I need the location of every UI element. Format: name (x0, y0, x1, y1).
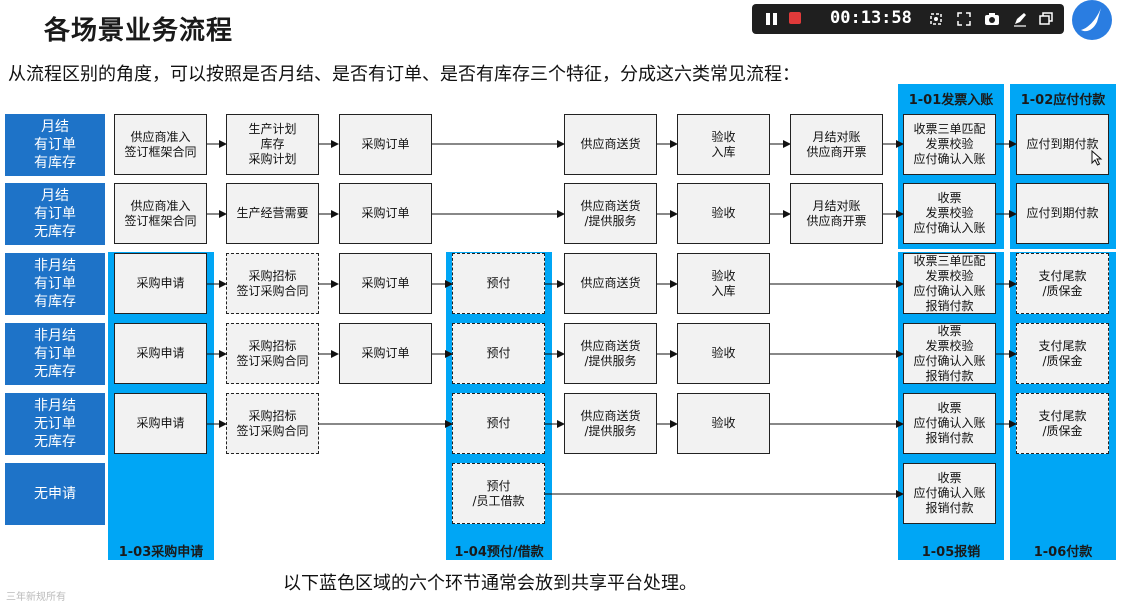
lane-label-6: 无申请 (5, 463, 105, 525)
process-box: 采购订单 (339, 183, 432, 244)
process-box: 采购招标 签订采购合同 (226, 393, 319, 454)
column-label-1-06: 1-06付款 (1033, 545, 1093, 560)
process-box: 应付到期付款 (1016, 114, 1109, 175)
process-box: 供应商准入 签订框架合同 (114, 114, 207, 175)
process-box: 验收 (677, 183, 770, 244)
window-icon[interactable] (1038, 11, 1054, 27)
pen-icon[interactable] (1012, 11, 1028, 27)
process-box: 收票 应付确认入账 报销付款 (903, 393, 996, 454)
process-box: 采购申请 (114, 253, 207, 314)
process-box: 采购订单 (339, 114, 432, 175)
process-box: 支付尾款 /质保金 (1016, 323, 1109, 384)
process-box: 供应商送货 /提供服务 (564, 393, 657, 454)
process-box: 验收 入库 (677, 253, 770, 314)
column-label-1-01: 1-01发票入账 (908, 93, 994, 108)
process-box: 收票 应付确认入账 报销付款 (903, 463, 996, 524)
process-box: 采购申请 (114, 323, 207, 384)
process-box: 预付 /员工借款 (452, 463, 545, 524)
process-box: 支付尾款 /质保金 (1016, 253, 1109, 314)
lane-label-3: 非月结 有订单 有库存 (5, 253, 105, 315)
column-label-1-04: 1-04预付/借款 (454, 545, 544, 560)
process-box: 供应商准入 签订框架合同 (114, 183, 207, 244)
process-box: 供应商送货 (564, 253, 657, 314)
process-box: 月结对账 供应商开票 (790, 114, 883, 175)
process-box: 收票三单匹配 发票校验 应付确认入账 (903, 114, 996, 175)
recording-time: 00:13:58 (830, 8, 912, 28)
lane-label-4: 非月结 有订单 无库存 (5, 323, 105, 385)
app-logo-icon (1072, 0, 1112, 40)
lane-label-2: 月结 有订单 无库存 (5, 183, 105, 245)
camera-icon[interactable] (984, 11, 1000, 27)
process-box: 月结对账 供应商开票 (790, 183, 883, 244)
faint-caption: 三年新规所有 (6, 592, 66, 603)
process-box: 供应商送货 /提供服务 (564, 323, 657, 384)
process-box: 供应商送货 (564, 114, 657, 175)
fullscreen-icon[interactable] (956, 11, 972, 27)
lane-label-5: 非月结 无订单 无库存 (5, 393, 105, 455)
capture-region-icon[interactable] (928, 11, 944, 27)
column-label-1-02: 1-02应付付款 (1020, 93, 1106, 108)
process-box: 验收 入库 (677, 114, 770, 175)
process-box: 预付 (452, 323, 545, 384)
process-box: 生产经营需要 (226, 183, 319, 244)
screen-recorder-toolbar: 00:13:58 (752, 4, 1064, 34)
page-title: 各场景业务流程 (44, 16, 234, 46)
process-box: 收票三单匹配 发票校验 应付确认入账 报销付款 (903, 253, 996, 314)
process-box: 收票 发票校验 应付确认入账 报销付款 (903, 323, 996, 384)
mouse-cursor-icon (1091, 150, 1103, 166)
lane-label-1: 月结 有订单 有库存 (5, 114, 105, 176)
process-box: 供应商送货 /提供服务 (564, 183, 657, 244)
process-box: 采购招标 签订采购合同 (226, 253, 319, 314)
stop-record-icon[interactable] (789, 12, 801, 24)
process-box: 采购订单 (339, 323, 432, 384)
process-box: 收票 发票校验 应付确认入账 (903, 183, 996, 244)
process-box: 支付尾款 /质保金 (1016, 393, 1109, 454)
process-box: 采购招标 签订采购合同 (226, 323, 319, 384)
footer-note: 以下蓝色区域的六个环节通常会放到共享平台处理。 (283, 573, 697, 594)
process-box: 验收 (677, 393, 770, 454)
process-box: 采购订单 (339, 253, 432, 314)
process-box: 验收 (677, 323, 770, 384)
process-box: 应付到期付款 (1016, 183, 1109, 244)
subtitle: 从流程区别的角度，可以按照是否月结、是否有订单、是否有库存三个特征，分成这六类常… (8, 64, 800, 85)
process-box: 采购申请 (114, 393, 207, 454)
process-box: 预付 (452, 253, 545, 314)
process-box: 预付 (452, 393, 545, 454)
column-label-1-05: 1-05报销 (921, 545, 981, 560)
pause-icon[interactable] (766, 13, 778, 25)
column-label-1-03: 1-03采购申请 (118, 545, 204, 560)
process-box: 生产计划 库存 采购计划 (226, 114, 319, 175)
